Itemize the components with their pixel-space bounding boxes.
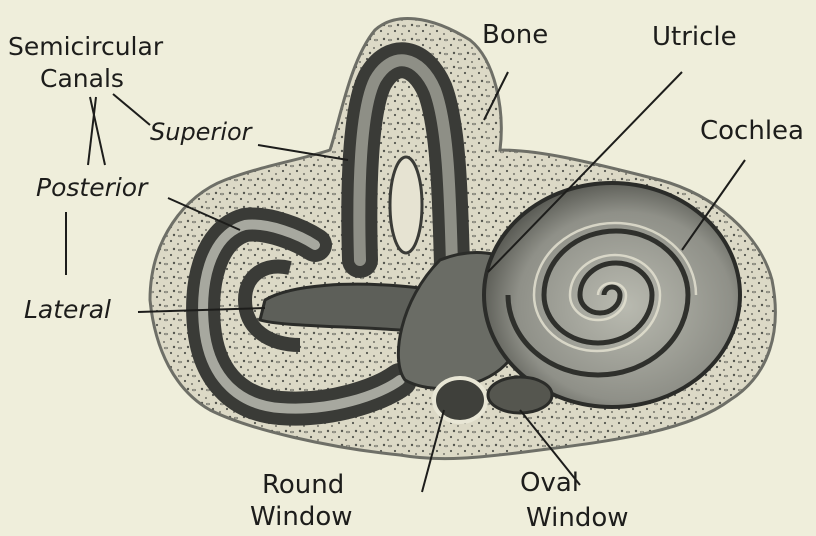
cochlea-spiral	[484, 183, 740, 407]
label-round-window: Window	[250, 504, 353, 530]
label-bone: Bone	[482, 22, 548, 48]
oval-window	[488, 377, 552, 413]
label-utricle: Utricle	[652, 24, 737, 50]
label-lateral: Lateral	[24, 297, 111, 322]
label-posterior: Posterior	[36, 175, 147, 200]
label-oval-window: Window	[526, 505, 629, 531]
leader-canals-superior	[113, 94, 150, 125]
label-semicircular: Semicircular	[8, 34, 163, 59]
label-round: Round	[262, 472, 344, 498]
label-oval: Oval	[520, 470, 579, 496]
label-superior: Superior	[150, 120, 252, 144]
label-canals: Canals	[40, 66, 124, 91]
superior-canal-opening	[390, 157, 422, 253]
label-cochlea: Cochlea	[700, 118, 804, 144]
